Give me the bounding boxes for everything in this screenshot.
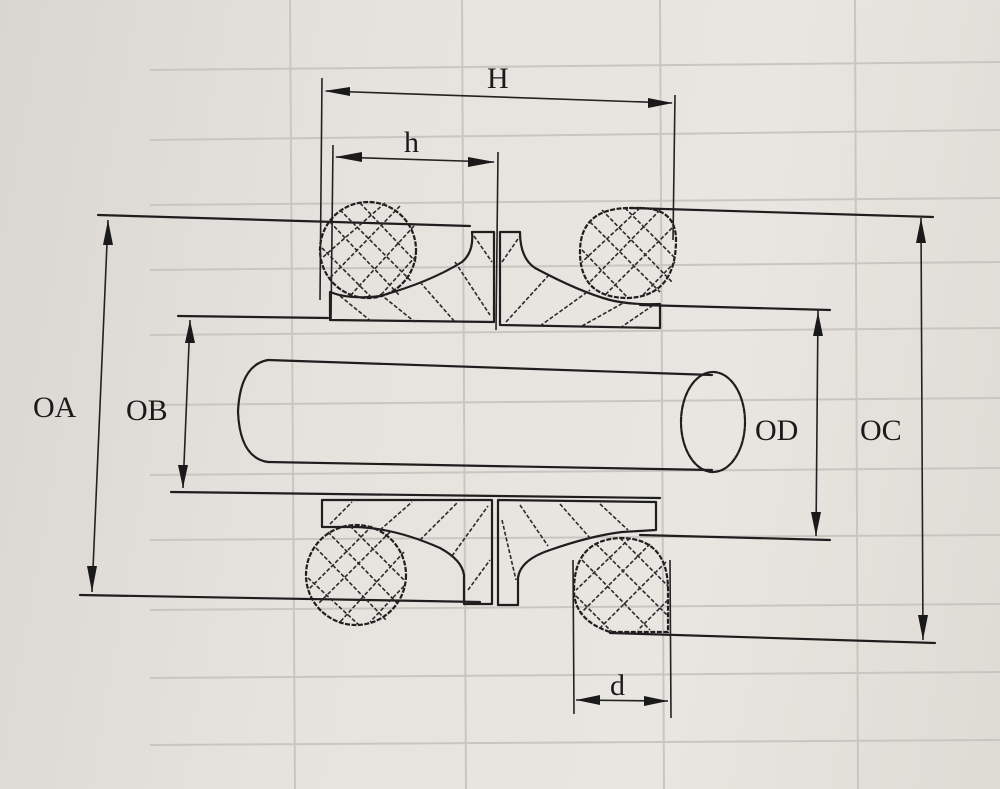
dimension-OD: OD — [638, 303, 832, 542]
upper-seal-left — [328, 230, 496, 324]
label-OA: OA — [33, 391, 77, 424]
lower-seal-right — [496, 498, 658, 607]
oring-lower-right — [572, 536, 670, 634]
oring-upper-left — [318, 200, 418, 300]
upper-seal-right — [498, 230, 662, 330]
label-OB: OB — [126, 394, 168, 427]
shaft — [236, 358, 747, 474]
label-d: d — [610, 669, 625, 702]
label-H: H — [487, 62, 509, 95]
label-OD: OD — [755, 414, 798, 447]
label-h: h — [404, 126, 419, 159]
oring-upper-right — [578, 206, 678, 300]
dimension-H: H — [319, 62, 676, 301]
dimension-d: d — [572, 559, 672, 719]
background-table-ghost — [149, 0, 1000, 789]
dimension-OA: OA — [33, 213, 482, 604]
dimension-OC: OC — [608, 206, 937, 645]
lower-seal-left — [320, 498, 494, 606]
label-OC: OC — [860, 414, 902, 447]
dimension-h: h — [330, 126, 499, 331]
dimension-OB: OB — [126, 314, 662, 500]
oring-lower-left — [304, 523, 408, 627]
